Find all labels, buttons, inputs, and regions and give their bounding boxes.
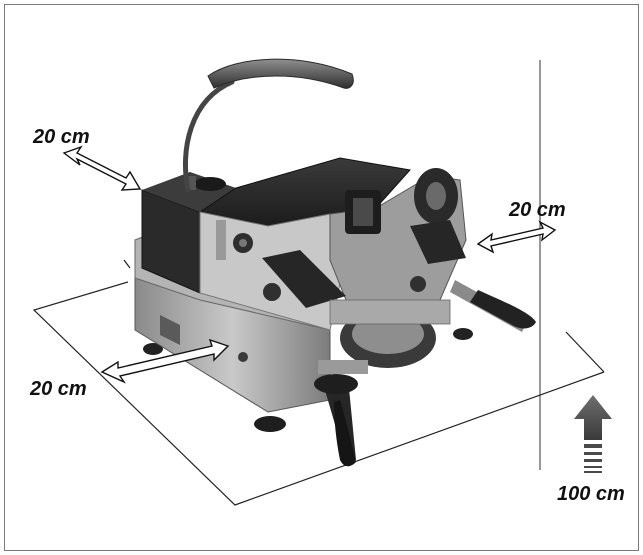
clearance-label-top: 100 cm [557,483,625,505]
clearance-arrow-left [62,145,142,191]
footprint-plane [32,259,605,506]
clearance-arrow-right [476,220,557,254]
clearance-label-front: 20 cm [30,378,87,400]
clearance-label-right: 20 cm [509,199,566,221]
clearance-label-left: 20 cm [33,126,90,148]
page-border [4,4,639,551]
key-cutting-machine [134,157,536,467]
desk-lamp-icon [183,58,354,193]
clearance-arrow-front [100,338,230,384]
up-arrow-icon [574,395,612,473]
